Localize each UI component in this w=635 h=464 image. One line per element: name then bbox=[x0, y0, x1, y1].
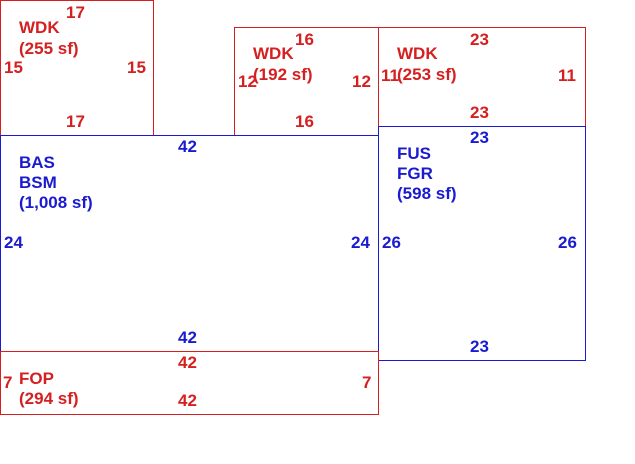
fus-fgr-bottom-dim: 23 bbox=[470, 337, 489, 356]
fop-bottom-dim: 42 bbox=[178, 391, 197, 410]
bas-bsm-area bbox=[0, 135, 379, 352]
fop-top-dim: 42 bbox=[178, 353, 197, 372]
fus-fgr-right-dim: 26 bbox=[558, 233, 577, 252]
wdk-right-code: WDK bbox=[397, 44, 438, 63]
fop-code: FOP bbox=[19, 369, 54, 388]
wdk-left-left-dim: 15 bbox=[4, 58, 23, 77]
fus-fgr-top-dim: 23 bbox=[470, 128, 489, 147]
fop-area bbox=[0, 351, 379, 415]
wdk-right-bottom-dim: 23 bbox=[470, 103, 489, 122]
fus-fgr-area bbox=[378, 126, 586, 361]
bas-bsm-bottom-dim: 42 bbox=[178, 328, 197, 347]
wdk-middle-left-dim: 12 bbox=[238, 72, 257, 91]
bas-bsm-right-dim: 24 bbox=[351, 233, 370, 252]
wdk-right-area-label: (253 sf) bbox=[397, 65, 457, 84]
wdk-middle-bottom-dim: 16 bbox=[295, 112, 314, 131]
bas-bsm-code2: BSM bbox=[19, 173, 57, 192]
bas-bsm-top-dim: 42 bbox=[178, 137, 197, 156]
wdk-left-right-dim: 15 bbox=[127, 58, 146, 77]
fus-fgr-area-label: (598 sf) bbox=[397, 184, 457, 203]
fus-fgr-code1: FUS bbox=[397, 144, 431, 163]
bas-bsm-code1: BAS bbox=[19, 153, 55, 172]
wdk-middle-area-label: (192 sf) bbox=[253, 65, 313, 84]
fus-fgr-code2: FGR bbox=[397, 164, 433, 183]
wdk-right-left-dim: 11 bbox=[381, 66, 399, 85]
bas-bsm-left-dim: 24 bbox=[4, 233, 23, 252]
wdk-right-right-dim: 11 bbox=[558, 66, 576, 85]
wdk-left-area-label: (255 sf) bbox=[19, 39, 79, 58]
wdk-middle-top-dim: 16 bbox=[295, 30, 314, 49]
fus-fgr-left-dim: 26 bbox=[382, 233, 401, 252]
bas-bsm-area-label: (1,008 sf) bbox=[19, 193, 93, 212]
wdk-right-top-dim: 23 bbox=[470, 30, 489, 49]
wdk-left-top-dim: 17 bbox=[66, 3, 85, 22]
wdk-middle-code: WDK bbox=[253, 44, 294, 63]
fop-left-dim: 7 bbox=[3, 373, 13, 392]
wdk-middle-right-dim: 12 bbox=[352, 72, 371, 91]
wdk-left-code: WDK bbox=[19, 18, 60, 37]
fop-right-dim: 7 bbox=[362, 373, 372, 392]
wdk-left-bottom-dim: 17 bbox=[66, 112, 85, 131]
fop-area-label: (294 sf) bbox=[19, 389, 79, 408]
